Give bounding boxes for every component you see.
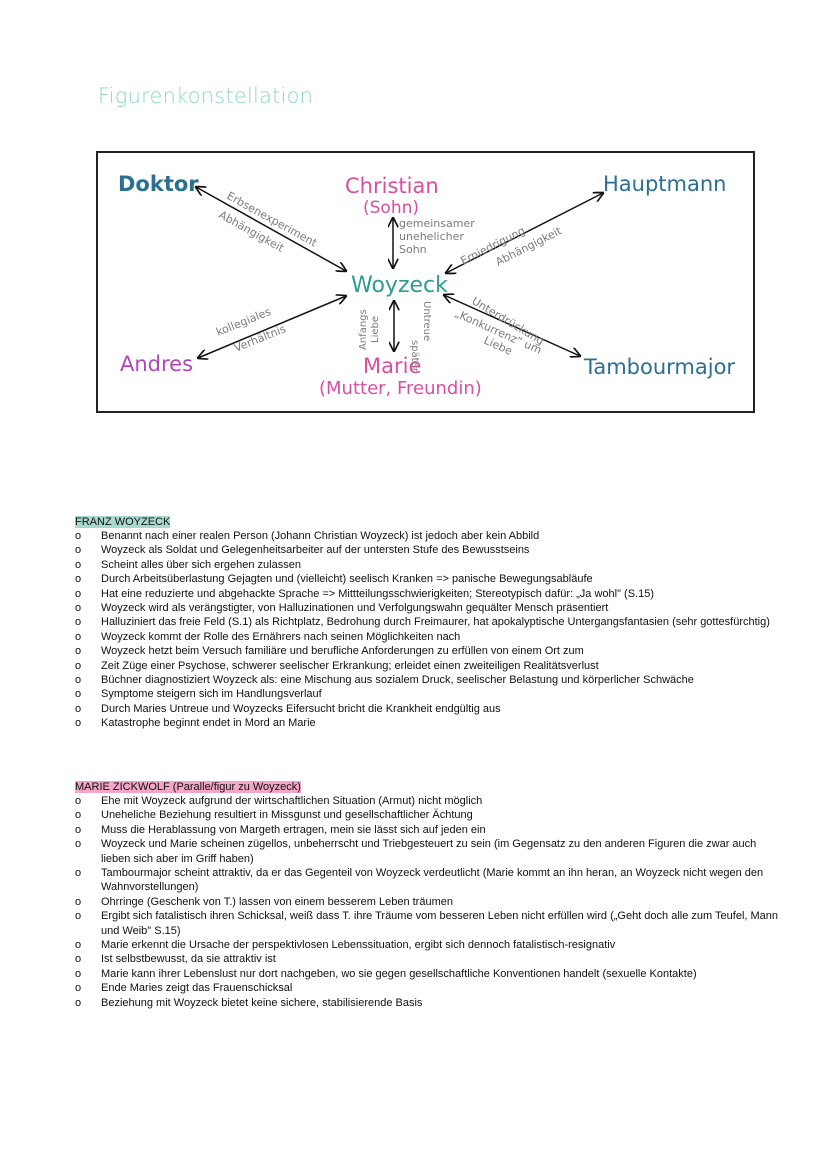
label-anfangs: Anfangs [358,309,369,350]
label-sohn: Sohn [399,243,427,256]
list-item: Uneheliche Beziehung resultiert in Missg… [75,808,785,823]
woyzeck-bullet-list: Benannt nach einer realen Person (Johann… [75,529,785,731]
node-tambourmajor: Tambourmajor [583,355,735,379]
figure-constellation-diagram: Doktor Christian (Sohn) Hauptmann Woyzec… [96,151,755,413]
node-christian-role: (Sohn) [363,198,419,218]
section-heading-marie: MARIE ZICKWOLF (Paralle/figur zu Woyzeck… [75,781,301,793]
list-item: Ohrringe (Geschenk von T.) lassen von ei… [75,895,785,910]
node-andres: Andres [120,352,193,376]
label-spaeter: später [409,340,420,373]
label-untreue: Untreue [421,301,432,341]
list-item: Woyzeck wird als verängstigter, von Hall… [75,601,785,616]
list-item: Zeit Züge einer Psychose, schwerer seeli… [75,659,785,674]
node-marie-role: (Mutter, Freundin) [319,378,482,399]
list-item: Tambourmajor scheint attraktiv, da er da… [75,866,785,895]
arrow-andres-woyzeck [198,296,346,358]
node-christian: Christian [345,174,439,198]
node-doktor: Doktor [118,172,199,196]
list-item: Marie erkennt die Ursache der perspektiv… [75,938,785,953]
node-hauptmann: Hauptmann [603,172,726,196]
list-item: Hat eine reduzierte und abgehackte Sprac… [75,587,785,602]
list-item: Symptome steigern sich im Handlungsverla… [75,687,785,702]
list-item: Woyzeck und Marie scheinen zügellos, unb… [75,837,785,866]
list-item: Katastrophe beginnt endet in Mord an Mar… [75,716,785,731]
node-woyzeck: Woyzeck [351,273,448,298]
list-item: Marie kann ihrer Lebenslust nur dort nac… [75,967,785,982]
list-item: Durch Arbeitsüberlastung Gejagten und (v… [75,572,785,587]
arrow-doktor-woyzeck [196,187,346,271]
list-item: Ehe mit Woyzeck aufgrund der wirtschaftl… [75,794,785,809]
list-item: Ende Maries zeigt das Frauenschicksal [75,981,785,996]
list-item: Benannt nach einer realen Person (Johann… [75,529,785,544]
list-item: Beziehung mit Woyzeck bietet keine siche… [75,996,785,1011]
list-item: Büchner diagnostiziert Woyzeck als: eine… [75,673,785,688]
section-heading-woyzeck: FRANZ WOYZECK [75,516,171,528]
list-item: Woyzeck hetzt beim Versuch familiäre und… [75,644,785,659]
list-item: Ist selbstbewusst, da sie attraktiv ist [75,952,785,967]
arrow-tambourmajor-woyzeck [444,295,580,356]
node-marie: Marie [363,354,421,378]
diagram-canvas: Doktor Christian (Sohn) Hauptmann Woyzec… [118,172,735,399]
list-item: Muss die Herablassung von Margeth ertrag… [75,823,785,838]
marie-bullet-list: Ehe mit Woyzeck aufgrund der wirtschaftl… [75,794,785,1011]
list-item: Woyzeck kommt der Rolle des Ernährers na… [75,630,785,645]
list-item: Durch Maries Untreue und Woyzecks Eifers… [75,702,785,717]
list-item: Ergibt sich fatalistisch ihren Schicksal… [75,909,785,938]
label-gemeinsamer: gemeinsamer [399,217,475,230]
label-unehelicher: unehelicher [399,230,464,243]
label-liebe-marie: Liebe [370,316,381,343]
list-item: Scheint alles über sich ergehen zulassen [75,558,785,573]
page-title: Figurenkonstellation [98,84,314,108]
arrow-hauptmann-woyzeck [446,193,603,273]
list-item: Halluziniert das freie Feld (S.1) als Ri… [75,615,785,630]
list-item: Woyzeck als Soldat und Gelegenheitsarbei… [75,543,785,558]
